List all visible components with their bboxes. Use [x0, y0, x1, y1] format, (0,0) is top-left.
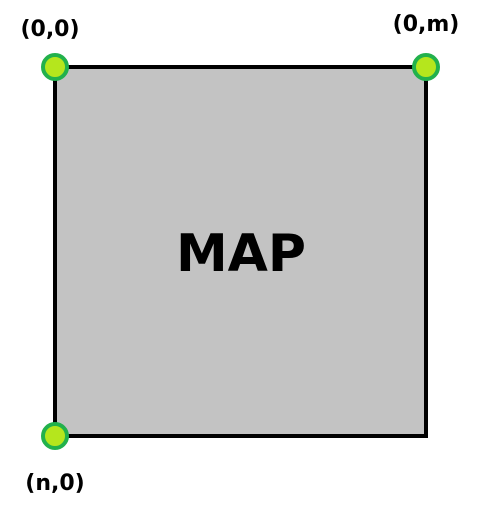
- corner-marker-bottom-left: [41, 422, 69, 450]
- map-area: [53, 65, 428, 438]
- map-label: MAP: [176, 224, 306, 284]
- corner-label-top-left: (0,0): [20, 17, 79, 42]
- corner-marker-top-left: [41, 53, 69, 81]
- corner-label-top-right: (0,m): [393, 12, 460, 37]
- corner-marker-top-right: [412, 53, 440, 81]
- corner-label-bottom-left: (n,0): [25, 471, 84, 496]
